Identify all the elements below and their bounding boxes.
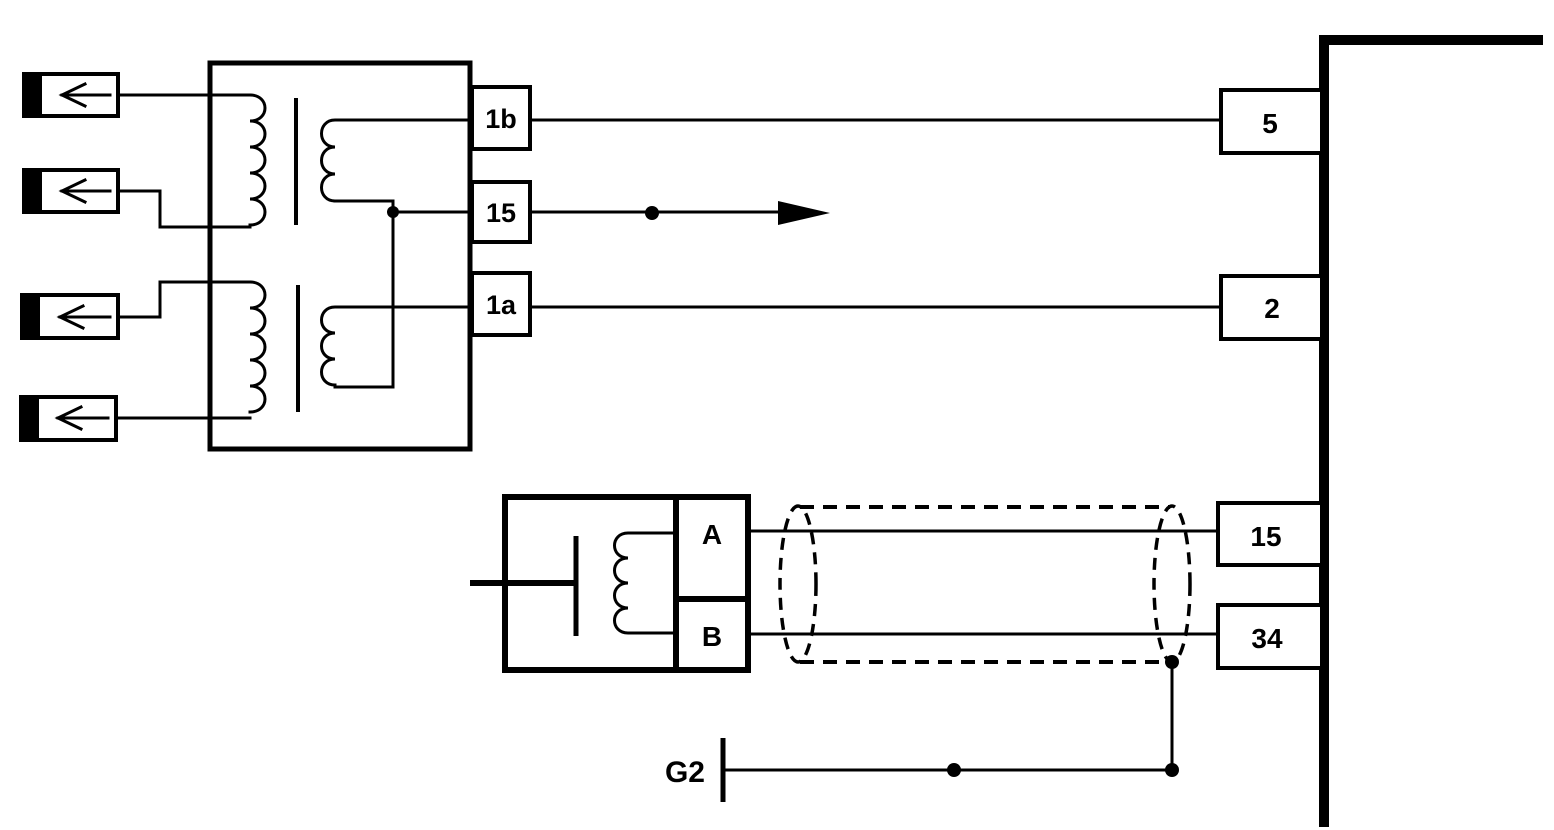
inductive-sensor-icon [470, 494, 751, 673]
svg-text:15: 15 [486, 198, 516, 228]
svg-text:B: B [702, 621, 722, 652]
coil-terminal-1a: 1a [470, 271, 532, 337]
ecu-pin-5: 5 [1219, 88, 1324, 155]
svg-text:1a: 1a [486, 290, 517, 320]
svg-text:5: 5 [1262, 108, 1278, 139]
svg-text:1b: 1b [485, 104, 517, 134]
coil-terminal-1b: 1b [470, 85, 532, 151]
coil-terminal-15: 15 [470, 180, 532, 244]
ground-label: G2 [665, 756, 705, 789]
spark-plug-icon [19, 395, 118, 442]
sensor-terminal-a: A [702, 519, 722, 550]
sensor-terminal-b: B [702, 621, 722, 652]
spark-plug-icon [20, 293, 120, 340]
spark-plug-icon [22, 168, 120, 214]
shielded-cable [748, 504, 1218, 669]
ecu-pin-34: 34 [1216, 603, 1324, 670]
primary-wires [333, 118, 474, 389]
ground-wire [721, 660, 1179, 777]
coil-to-ecu-wires [530, 118, 1221, 309]
ecu-outline [1319, 35, 1543, 827]
svg-text:15: 15 [1250, 521, 1281, 552]
ignition-coil-icon [207, 60, 473, 452]
svg-text:A: A [702, 519, 722, 550]
svg-text:2: 2 [1264, 293, 1280, 324]
arrow-right-icon [778, 201, 830, 225]
svg-text:34: 34 [1251, 623, 1283, 654]
ecu-pin-2: 2 [1219, 274, 1324, 341]
svg-text:G2: G2 [665, 756, 705, 789]
spark-plug-icon [22, 72, 120, 118]
secondary-wires [114, 93, 252, 420]
ecu-pin-15: 15 [1216, 501, 1324, 567]
